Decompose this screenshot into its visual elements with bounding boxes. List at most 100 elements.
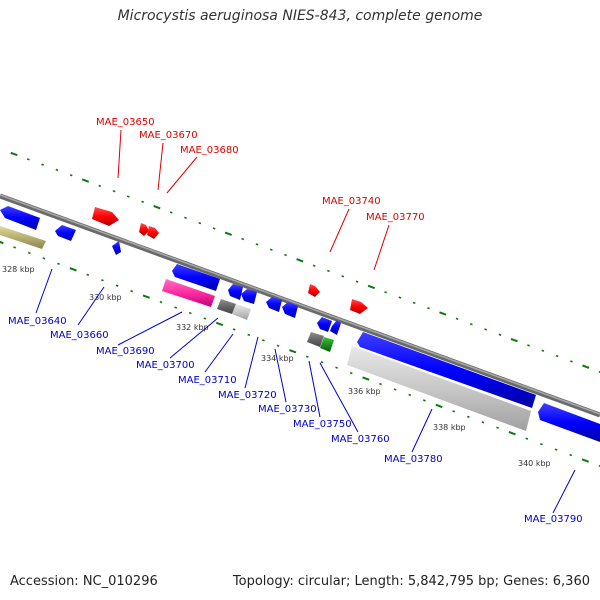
leader-MAE_03660	[77, 286, 105, 326]
gene-MAE_03770-arrow[interactable]	[350, 299, 368, 314]
label-MAE_03760[interactable]: MAE_03760	[331, 434, 390, 445]
lower-tick-mark	[174, 306, 178, 309]
lower-tick-mark	[320, 361, 324, 364]
gene-MAE_03740-arrow[interactable]	[308, 284, 320, 297]
lower-tick-mark	[115, 284, 119, 287]
gene-MAE_03650-arrow[interactable]	[92, 207, 119, 226]
forward-labels	[117, 129, 390, 271]
leader-MAE_03750	[308, 360, 321, 418]
upper-tick-mark	[169, 211, 173, 214]
lower-tick-mark	[525, 437, 529, 440]
lower-tick-mark	[569, 453, 573, 457]
gene-MAE_03660-arrow[interactable]	[112, 241, 121, 255]
upper-tick-mark	[284, 253, 287, 257]
leader-MAE_03760	[319, 362, 359, 433]
upper-tick-mark	[212, 227, 216, 230]
upper-tick-mark	[527, 344, 530, 347]
gene-MAE_03760-bar[interactable]	[307, 332, 324, 347]
upper-tick-track	[10, 151, 600, 373]
lower-tick-mark	[130, 290, 134, 293]
reverse-labels	[35, 268, 576, 514]
gene-MAE_03730-arrow[interactable]	[266, 297, 282, 312]
gene-MAE_03720-bar[interactable]	[217, 299, 236, 314]
gene-olive-bar[interactable]	[0, 226, 46, 249]
upper-tick-mark	[184, 216, 187, 219]
label-MAE_03750[interactable]: MAE_03750	[293, 419, 352, 430]
upper-tick-mark	[269, 248, 273, 251]
label-MAE_03730[interactable]: MAE_03730	[258, 404, 317, 415]
leader-MAE_03700	[169, 317, 219, 359]
lower-tick-mark	[276, 344, 280, 347]
upper-tick-mark	[312, 264, 316, 267]
lower-tick-mark	[540, 442, 543, 446]
upper-tick-mark	[412, 301, 416, 305]
gene-MAE_03710-arrow[interactable]	[228, 284, 243, 300]
map-title: Microcystis aeruginosa NIES-843, complet…	[117, 8, 483, 24]
upper-tick-mark	[153, 205, 161, 210]
upper-tick-mark	[555, 354, 559, 358]
gene-gray-long-bar[interactable]	[347, 346, 531, 431]
lower-tick-mark	[598, 464, 600, 467]
upper-tick-mark	[198, 221, 202, 225]
label-MAE_03700[interactable]: MAE_03700	[136, 360, 195, 371]
gene-MAE_03700-bar[interactable]	[162, 279, 215, 307]
lower-tick-mark	[435, 403, 443, 409]
label-MAE_03790[interactable]: MAE_03790	[524, 514, 583, 525]
genome-backbone	[0, 193, 600, 418]
upper-tick-mark	[296, 258, 304, 263]
upper-tick-mark	[81, 178, 90, 183]
gene-MAE_03750-arrow[interactable]	[317, 317, 332, 332]
label-MAE_03640[interactable]: MAE_03640	[8, 316, 67, 327]
reverse-label-texts: MAE_03640 MAE_03660 MAE_03690 MAE_03700 …	[8, 316, 583, 525]
tick-label-340: 340 kbp	[518, 459, 551, 468]
gene-MAE_03680-arrow[interactable]	[147, 226, 159, 239]
gene-MAE_03670-arrow[interactable]	[139, 223, 149, 236]
lower-tick-mark	[57, 262, 60, 266]
label-MAE_03740[interactable]: MAE_03740	[322, 196, 381, 207]
label-MAE_03670[interactable]: MAE_03670	[139, 130, 198, 141]
tick-label-328: 328 kbp	[2, 265, 35, 274]
tick-label-332: 332 kbp	[176, 323, 209, 332]
lower-tick-mark	[466, 415, 470, 418]
upper-tick-mark	[367, 284, 375, 290]
label-MAE_03660[interactable]: MAE_03660	[50, 330, 109, 341]
leader-MAE_03730	[274, 348, 287, 403]
upper-tick-mark	[427, 307, 430, 310]
leader-MAE_03790	[552, 469, 576, 514]
gene-blue-small-arrow[interactable]	[241, 289, 257, 304]
upper-tick-mark	[55, 168, 59, 172]
tick-label-330: 330 kbp	[89, 293, 122, 302]
label-MAE_03720[interactable]: MAE_03720	[218, 390, 277, 401]
upper-tick-mark	[570, 360, 573, 363]
reverse-genes	[0, 206, 600, 442]
upper-tick-mark	[10, 151, 18, 157]
lower-tick-mark	[215, 321, 224, 327]
label-MAE_03770[interactable]: MAE_03770	[366, 212, 425, 223]
label-MAE_03690[interactable]: MAE_03690	[96, 346, 155, 357]
gene-MAE_03640-arrow[interactable]	[55, 225, 76, 241]
label-MAE_03710[interactable]: MAE_03710	[178, 375, 237, 386]
label-MAE_03650[interactable]: MAE_03650	[96, 117, 155, 128]
lower-tick-mark	[362, 376, 370, 381]
gene-MAE_03790-arrow[interactable]	[538, 403, 600, 442]
leader-MAE_03720	[244, 336, 259, 389]
upper-tick-mark	[26, 158, 30, 161]
leader-MAE_03780	[411, 408, 433, 453]
gene-MAE_03690-arrow[interactable]	[172, 264, 220, 291]
label-MAE_03680[interactable]: MAE_03680	[180, 145, 239, 156]
accession-text: Accession: NC_010296	[10, 574, 158, 589]
gene-green-small-bar[interactable]	[320, 337, 334, 352]
upper-tick-mark	[541, 349, 545, 352]
gene-gray-small-bar[interactable]	[232, 304, 251, 320]
lower-tick-mark	[349, 371, 353, 375]
leader-MAE_03680	[166, 156, 198, 194]
gene-blue-arrow-2[interactable]	[282, 302, 298, 318]
lower-tick-mark	[262, 339, 265, 342]
lower-tick-mark	[13, 246, 17, 249]
upper-tick-mark	[327, 269, 330, 273]
label-MAE_03780[interactable]: MAE_03780	[384, 454, 443, 465]
topology-text: Topology: circular; Length: 5,842,795 bp…	[232, 574, 590, 589]
gene-blue-arrow-3[interactable]	[330, 320, 341, 335]
gene-blue-left-arrow[interactable]	[0, 206, 40, 230]
gene-MAE_03780-arrow[interactable]	[357, 332, 536, 408]
